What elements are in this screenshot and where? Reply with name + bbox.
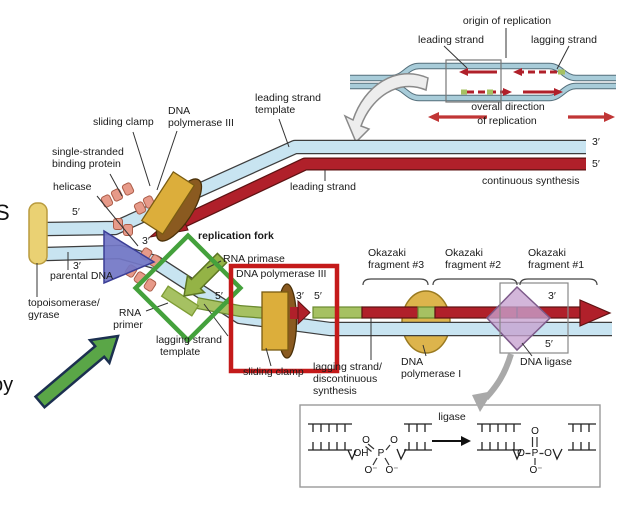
sliding-clamp-top-label: sliding clamp [93,116,154,128]
annotation-green-box [132,232,244,344]
chem-left-oh: OH [353,448,369,459]
inset-arrowheads [459,68,563,96]
inset-lagging-strand-label: lagging strand [531,34,597,46]
topoisomerase-label-line1: topoisomerase/ [28,297,100,309]
okazaki-right-5-prime: 5′ [545,338,553,350]
okazaki1-label-line1: Okazaki [528,247,566,259]
leading-strand [181,158,586,226]
chem-left-p: P [377,448,385,459]
lagging-template-label-line1: lagging strand [156,334,222,346]
sliding-clamp-top [140,170,196,236]
parental-5-prime: 5′ [72,206,80,218]
okazaki-braces [362,278,598,286]
rna-primer-segment-b [417,306,436,319]
chem-left-o-minus-left: O⁻ [364,465,378,476]
leading-right-3-prime: 3′ [592,136,600,148]
leading-strand-label: leading strand [290,181,356,193]
parental-3-prime: 3′ [73,260,81,272]
chem-left-o-minus-right: O⁻ [385,465,399,476]
ssb-label-line2: binding protein [52,158,121,170]
box-3-prime: 3′ [296,290,304,302]
rna-primer-label-line1: RNA [118,307,142,319]
fork-primer [196,298,267,318]
clipped-page-text-lower: py [0,374,14,396]
lagging-strand-arrowhead [579,299,612,327]
ligase-inset-label: ligase [438,411,466,423]
continuous-synthesis-label: continuous synthesis [482,175,580,187]
chem-right-p: P [531,448,539,459]
lagging-template-label-line2: template [160,346,201,358]
helicase [103,229,156,285]
fork-leading-3-prime: 3′ [142,235,150,247]
topoisomerase-label-line2: gyrase [28,309,60,321]
dna-comb-left [308,423,432,461]
chem-right-o-top: O [531,426,539,437]
dna-segment-a [361,306,419,319]
ligase-zoom-arrow-tail [483,353,514,401]
chem-right-o-right: O [544,448,552,459]
sliding-clamp-bottom-label: sliding clamp [243,366,304,378]
inset-new-strands [467,70,557,94]
dna-pol1-label-line2: polymerase I [401,368,462,380]
leading-template [45,141,586,235]
okazaki2-label-line2: fragment #2 [445,259,502,271]
chem-right-o-minus: O⁻ [529,465,543,476]
fork-fragment-arrow-base [290,307,298,319]
chem-left-o-top-left: O [362,435,370,446]
annotation-green-arrow [33,334,120,410]
chem-left-o-top-right: O [390,435,398,446]
fork-fragment-arrowhead [297,299,311,326]
clipped-page-text-upper: S [0,200,10,225]
replication-fork-label: replication fork [198,230,274,242]
leading-right-5-prime: 5′ [592,158,600,170]
inset-rna-primers [461,69,565,95]
rna-primer-label-line2: primer [113,319,143,331]
ligase-inset-box [299,404,601,488]
origin-of-replication-label: origin of replication [462,15,552,27]
lagging-discontinuous-label-line1: lagging strand/ [313,361,382,373]
ligase-zoom-arrowhead [472,391,493,412]
dna-comb-right [477,423,596,461]
ligase-highlight-rect [499,282,569,354]
dna-ligase [485,285,552,352]
helicase-label: helicase [53,181,92,193]
box-5-prime: 5′ [314,290,322,302]
sliding-clamp-bottom [261,291,289,351]
leading-template-label-line2: template [255,104,296,116]
inset-leading-strand-label: leading strand [418,34,484,46]
reaction-arrowhead [461,436,471,446]
lagging-near-box-5-prime: 5′ [215,290,223,302]
chem-right-o-left: O [517,448,525,459]
leading-template-label-line1: leading strand [255,92,321,104]
okazaki-right-3-prime: 3′ [548,290,556,302]
annotation-red-box [228,263,340,374]
dna-pol3-top-label-line1: DNA [168,105,191,117]
lagging-discontinuous-label-line2: discontinuous [313,373,378,385]
dna-pol3-top-label-line2: polymerase III [168,117,234,129]
inset-highlight-rect [445,59,502,103]
okazaki2-label-line1: Okazaki [445,247,483,259]
topoisomerase-gyrase [28,202,48,265]
overall-direction-arrowheads [428,112,615,122]
lagging-discontinuous-label-line3: synthesis [313,385,357,397]
rna-primase-label: RNA primase [223,253,285,265]
dna-pol3-box-label: DNA polymerase III [236,268,327,280]
phosphate-bonds-left [365,443,391,466]
dna-pol1-label-line1: DNA [401,356,424,368]
okazaki1-label-line2: fragment #1 [528,259,585,271]
parental-dna-label: parental DNA [50,270,114,282]
overall-direction-label-line1: overall direction [471,101,545,113]
phosphate-bonds-right [525,437,544,465]
ssb-label-line1: single-stranded [52,146,124,158]
overall-direction-label-line2: of replication [477,115,537,127]
okazaki3-label-line1: Okazaki [368,247,406,259]
okazaki3-label-line2: fragment #3 [368,259,425,271]
dna-ligase-label: DNA ligase [520,356,572,368]
